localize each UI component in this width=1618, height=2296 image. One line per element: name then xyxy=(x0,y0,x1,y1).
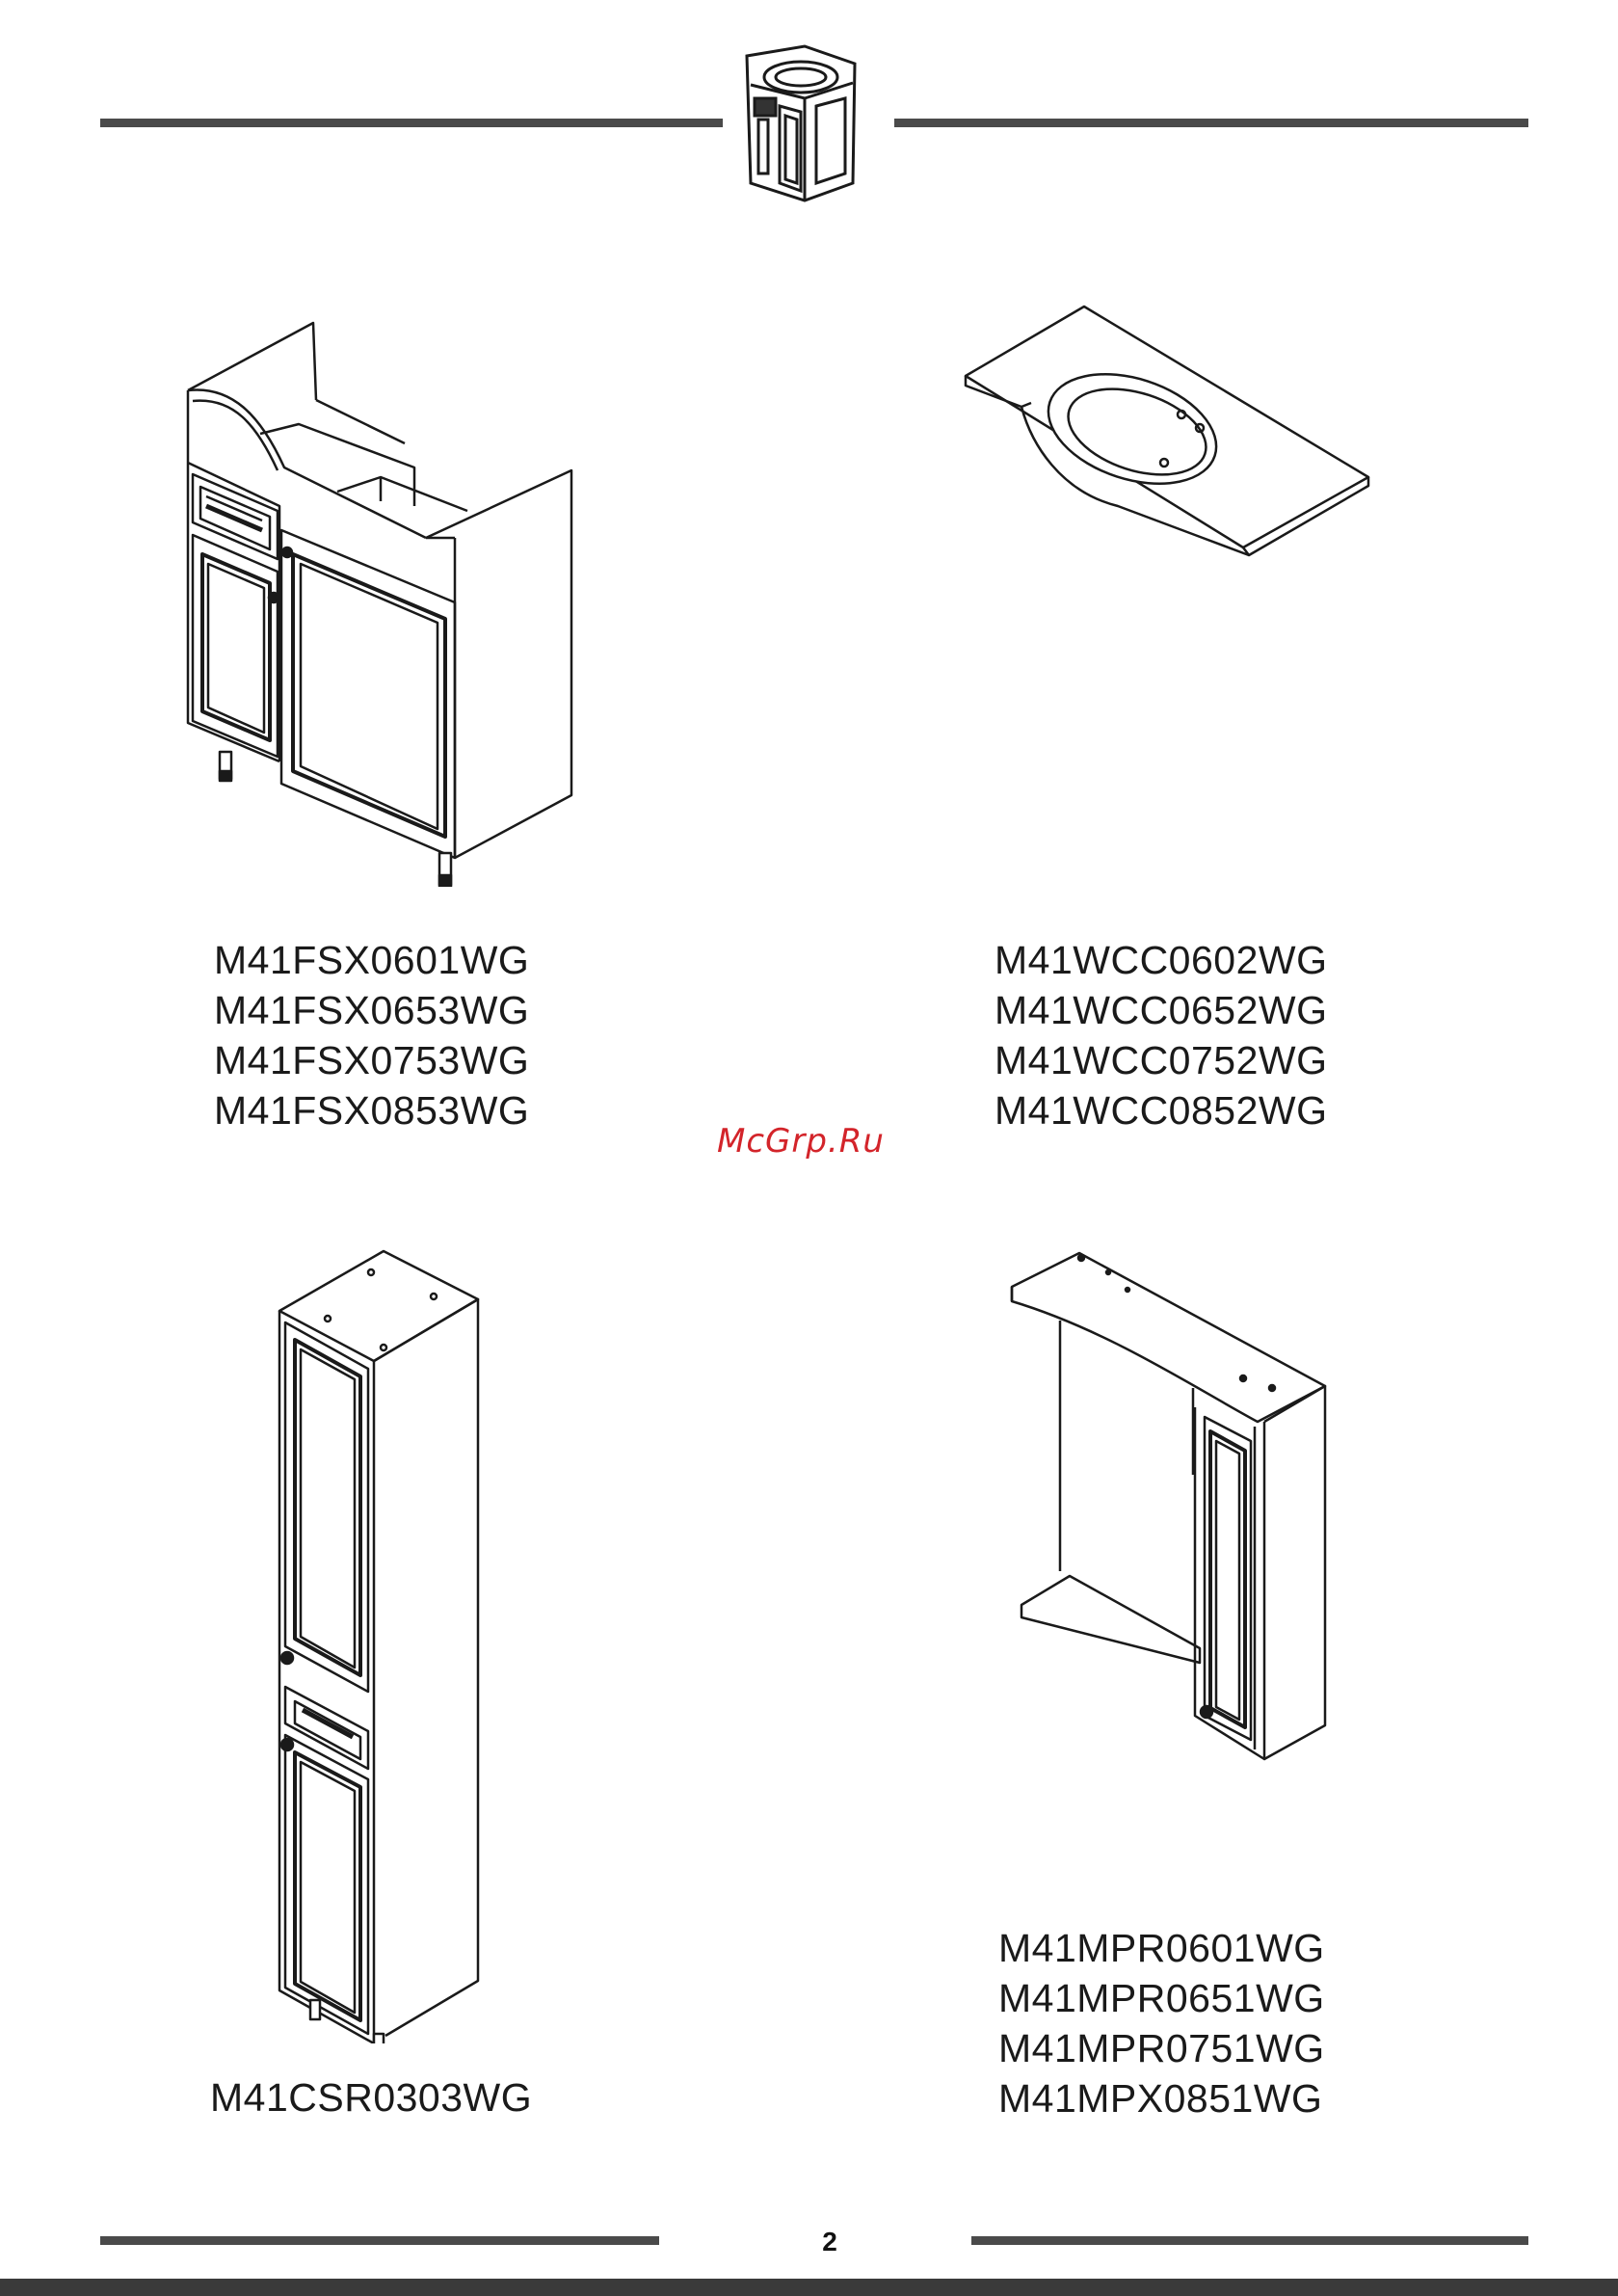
product-code: M41MPX0851WG xyxy=(998,2073,1325,2123)
washbasin-drawing xyxy=(954,299,1378,559)
washbasin-codes: M41WCC0602WG M41WCC0652WG M41WCC0752WG M… xyxy=(995,935,1327,1135)
product-code: M41FSX0853WG xyxy=(214,1085,529,1135)
watermark: McGrp.Ru xyxy=(717,1122,885,1161)
product-code: M41WCC0602WG xyxy=(995,935,1327,985)
product-code: M41FSX0601WG xyxy=(214,935,529,985)
header-rule-right xyxy=(894,119,1528,127)
product-code: M41FSX0753WG xyxy=(214,1035,529,1085)
product-code: M41MPR0651WG xyxy=(998,1973,1325,2023)
page-number: 2 xyxy=(806,2227,854,2257)
product-code: M41MPR0751WG xyxy=(998,2023,1325,2073)
tall-column-codes: M41CSR0303WG xyxy=(210,2072,532,2122)
product-tall-column: M41CSR0303WG xyxy=(260,1243,549,2092)
footer-rule-right xyxy=(971,2236,1528,2245)
mirror-cabinet-codes: M41MPR0601WG M41MPR0651WG M41MPR0751WG M… xyxy=(998,1923,1325,2123)
product-washbasin: M41WCC0602WG M41WCC0652WG M41WCC0752WG M… xyxy=(954,299,1378,877)
floor-vanity-cabinet-drawing xyxy=(173,308,597,887)
footer-rule-left xyxy=(100,2236,659,2245)
header-rule-left xyxy=(100,119,723,127)
vanity-cabinet-icon xyxy=(729,39,864,207)
product-floor-cabinet: M41FSX0601WG M41FSX0653WG M41FSX0753WG M… xyxy=(173,308,597,887)
product-code: M41WCC0652WG xyxy=(995,985,1327,1035)
product-code: M41WCC0852WG xyxy=(995,1085,1327,1135)
floor-cabinet-codes: M41FSX0601WG M41FSX0653WG M41FSX0753WG M… xyxy=(214,935,529,1135)
mirror-cabinet-drawing xyxy=(1002,1243,1349,1764)
product-code: M41WCC0752WG xyxy=(995,1035,1327,1085)
tall-column-cabinet-drawing xyxy=(260,1243,549,2043)
product-mirror-cabinet: M41MPR0601WG M41MPR0651WG M41MPR0751WG M… xyxy=(1002,1243,1349,1764)
product-code: M41CSR0303WG xyxy=(210,2072,532,2122)
product-code: M41MPR0601WG xyxy=(998,1923,1325,1973)
product-code: M41FSX0653WG xyxy=(214,985,529,1035)
bottom-strip xyxy=(0,2279,1618,2296)
